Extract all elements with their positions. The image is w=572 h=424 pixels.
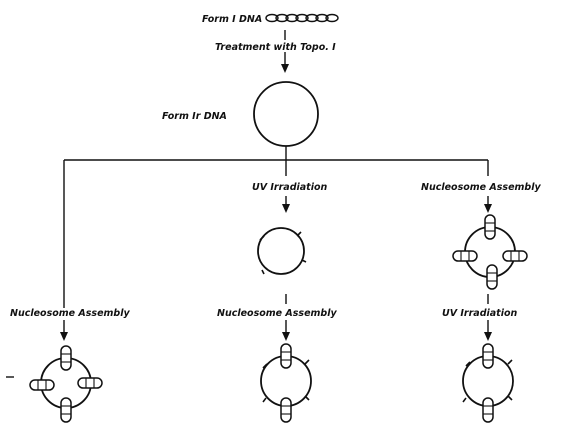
nucleosome-assembly-label-center: Nucleosome Assembly [217, 308, 337, 319]
form-i-dna-label: Form I DNA [202, 14, 262, 25]
supercoiled-dna-icon [266, 15, 338, 22]
arrow-center-1 [282, 196, 290, 213]
uv-irradiation-label-right: UV Irradiation [442, 308, 517, 319]
nucleosome-assembly-label-right: Nucleosome Assembly [421, 182, 541, 193]
minichromosome-left [30, 346, 102, 422]
arrow-right-1 [484, 196, 492, 213]
nucleosome-then-uv-minichromosome [463, 344, 513, 422]
topo-treatment-label: Treatment with Topo. I [215, 42, 336, 53]
form-ir-dna-label: Form Ir DNA [162, 111, 227, 122]
branch-connector [64, 146, 488, 308]
minichromosome-right [453, 215, 527, 289]
uv-damaged-dna-circle [258, 228, 306, 274]
uv-irradiation-label-center: UV Irradiation [252, 182, 327, 193]
arrow-left [60, 320, 68, 341]
uv-then-nucleosome-minichromosome [261, 344, 311, 422]
nucleosome-assembly-label-left: Nucleosome Assembly [10, 308, 130, 319]
relaxed-dna-circle [254, 82, 318, 146]
